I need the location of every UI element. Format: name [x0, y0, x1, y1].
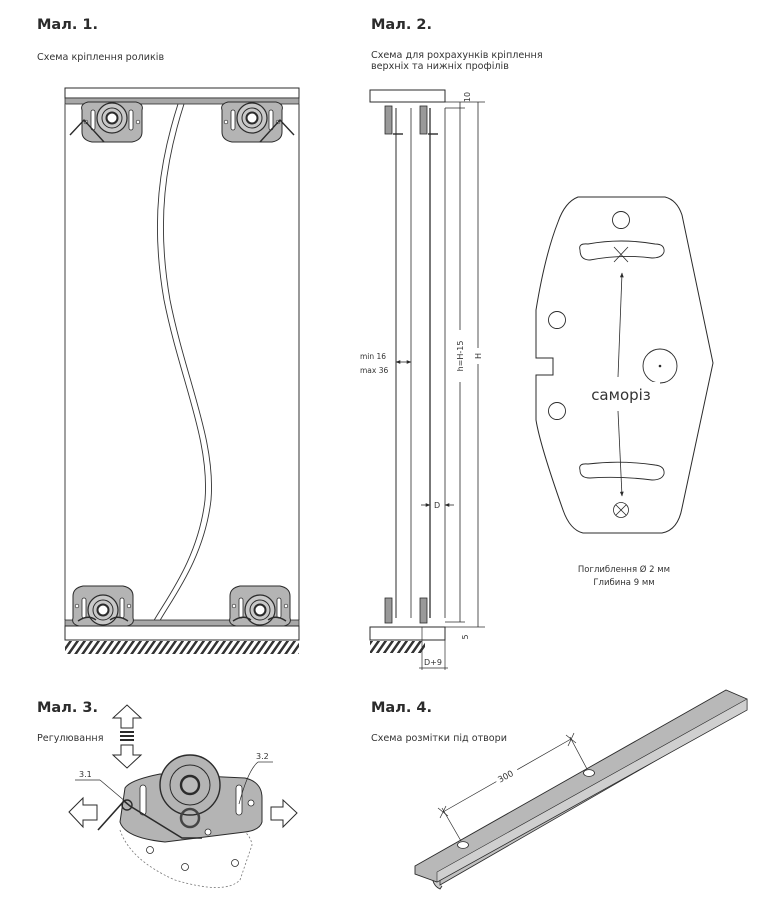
fig2-subtitle-line2: верхніх та нижніх профілів — [371, 61, 509, 72]
fig1-title: Мал. 1. — [37, 17, 98, 33]
fig4-profile: 300 — [414, 689, 748, 890]
top-board-section — [369, 89, 446, 103]
dim-inner-height: h=H-15 — [456, 341, 465, 372]
floor-hatch — [65, 641, 299, 654]
dim-depth-plus: D+9 — [424, 658, 442, 667]
part-label-3-2: 3.2 — [256, 752, 269, 761]
top-roller-left — [80, 101, 144, 143]
fig4-title: Мал. 4. — [371, 700, 432, 716]
bottom-roller-left — [71, 585, 135, 627]
dim-bottom-gap: 5 — [461, 634, 470, 639]
top-profile — [64, 97, 300, 105]
dim-total-height: H — [474, 353, 483, 359]
fig3-subtitle: Регулювання — [37, 733, 104, 744]
bottom-roller-right — [228, 585, 292, 627]
dim-top-gap: 10 — [463, 92, 472, 102]
hole-1 — [457, 841, 469, 849]
up-arrow-icon — [111, 704, 143, 729]
right-arrow-icon — [270, 798, 298, 829]
fig3-adjustment: 3.1 3.2 — [68, 704, 298, 888]
bottom-board — [64, 625, 300, 641]
part-label-3-1: 3.1 — [79, 770, 92, 779]
plate-note-line1: Поглиблення Ø 2 мм — [578, 564, 670, 575]
fig2-subtitle: Схема для рохрахунків кріплення верхніх … — [371, 50, 543, 72]
fig4-subtitle: Схема розмітки під отвори — [371, 733, 508, 744]
plate-note-line2: Глибина 9 мм — [593, 578, 654, 588]
fig1-subtitle: Схема кріплення роликів — [37, 52, 165, 63]
fig2-subtitle-line1: Схема для рохрахунків кріплення — [371, 50, 543, 61]
dim-depth: D — [434, 501, 440, 510]
door-edge-line — [151, 103, 206, 625]
hole-2 — [583, 769, 595, 777]
screw-label: саморіз — [591, 386, 651, 404]
fig1-door-frame — [64, 87, 300, 654]
fig2-section: 10 5 min 16 max 36 h=H-15 H D D+9 — [360, 89, 485, 670]
top-roller-right — [220, 101, 284, 143]
top-board — [64, 87, 300, 99]
fig2-title: Мал. 2. — [371, 17, 432, 33]
down-arrow-icon — [111, 744, 143, 769]
dim-max: max 36 — [360, 366, 388, 375]
fig3-title: Мал. 3. — [37, 700, 98, 716]
bottom-board-section — [369, 626, 446, 641]
mounting-plate: саморіз Поглиблення Ø 2 мм Глибина 9 мм — [535, 196, 714, 588]
dim-min: min 16 — [360, 352, 386, 361]
floor-hatch-section — [370, 641, 425, 653]
left-arrow-icon — [68, 796, 98, 829]
profile-bar — [414, 689, 748, 883]
